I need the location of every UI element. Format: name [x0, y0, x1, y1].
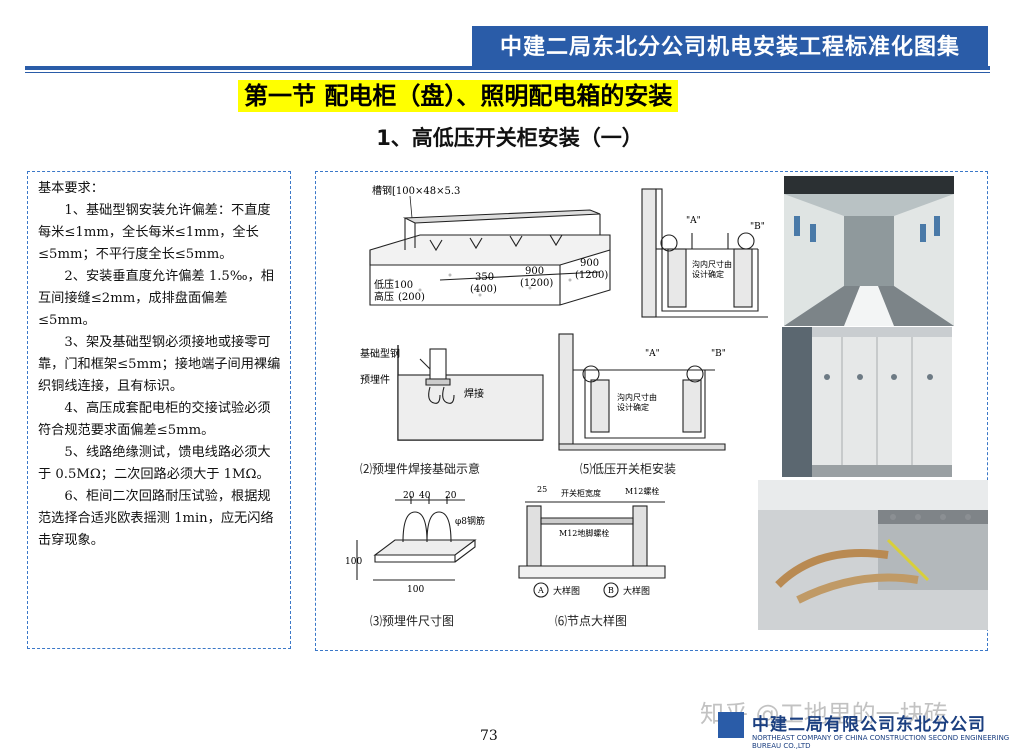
fig3-label-rebar: φ8钢筋 — [455, 515, 485, 527]
fig6-caption: ⑹节点大样图 — [555, 614, 628, 628]
figure-node-detail: 开关柜宽度 25 M12螺栓 M12地脚螺栓 A 大样图 B 大样图 — [518, 485, 666, 598]
fig3-dim-20: 20 — [403, 491, 415, 501]
fig3-dim-40: 40 — [419, 491, 431, 501]
fig3-dim-100b: 100 — [407, 585, 424, 595]
requirements-heading: 基本要求： — [38, 181, 104, 196]
photo-grounding-braid — [758, 480, 988, 630]
fig4-label-a: "A" — [686, 216, 701, 226]
header-rule — [25, 66, 990, 70]
fig6-label-a: A — [537, 586, 544, 595]
fig4-label-trench2: 设计确定 — [692, 269, 724, 279]
fig2-label-weld: 焊接 — [464, 387, 484, 400]
fig1-label-channel: 槽钢[100×48×5.3 — [372, 184, 460, 197]
header-rule-thin — [25, 72, 990, 73]
requirement-item: 1、基础型钢安装允许偏差：不直度每米≤1mm，全长每米≤1mm，全长≤5mm；不… — [38, 203, 271, 262]
fig1-label-high-val: (200) — [398, 292, 425, 303]
header-bar — [472, 26, 988, 70]
requirement-item: 4、高压成套配电柜的交接试验必须符合规范要求面偏差≤5mm。 — [38, 401, 271, 438]
figure-trench-section: "A" "B" 沟内尺寸由 设计确定 — [641, 188, 768, 318]
footer-company-name-en: NORTHEAST COMPANY OF CHINA CONSTRUCTION … — [752, 734, 1010, 750]
fig6-label-a-text: 大样图 — [553, 585, 580, 597]
requirement-item: 2、安装垂直度允许偏差 1.5‰，相互间接缝≤2mm，成排盘面偏差≤5mm。 — [38, 269, 274, 328]
company-logo-icon — [718, 712, 744, 738]
fig6-label-m12: M12螺栓 — [625, 486, 659, 496]
fig6-label-25: 25 — [537, 485, 547, 494]
fig4-label-b: "B" — [750, 222, 765, 232]
fig3-caption: ⑶预埋件尺寸图 — [370, 614, 455, 628]
fig3-dim-20b: 20 — [445, 491, 457, 501]
fig6-label-m12b: M12地脚螺栓 — [559, 528, 609, 538]
sub-title: 1、高低压开关柜安装（一） — [376, 126, 643, 150]
photo-switchgear-room — [784, 176, 954, 326]
fig1-dim-c: 900 — [580, 258, 599, 269]
section-title: 第一节 配电柜（盘）、照明配电箱的安装 — [238, 80, 679, 112]
figures-box — [315, 171, 988, 651]
fig1-dim-a: 350 — [475, 272, 494, 283]
figure-low-voltage-cabinet: "A" "B" 沟内尺寸由 设计确定 — [558, 333, 726, 451]
fig1-label-low: 低压100 — [374, 278, 413, 291]
fig1-dim-b2: (1200) — [520, 278, 553, 289]
fig3-dim-100a: 100 — [345, 557, 362, 567]
fig5-label-trench: 沟内尺寸由 — [617, 392, 657, 402]
fig2-label-base: 基础型钢 — [360, 347, 400, 360]
requirement-item: 5、线路绝缘测试，馈电线路必须大于 0.5MΩ；二次回路必须大于 1MΩ。 — [38, 445, 271, 482]
requirements-box: 基本要求： 1、基础型钢安装允许偏差：不直度每米≤1mm，全长每米≤1mm，全长… — [27, 171, 291, 649]
fig2-caption: ⑵预埋件焊接基础示意 — [360, 462, 481, 476]
figure-channel-steel: 槽钢[100×48×5.3 低压100 高压 (200) 350 (400) 9… — [369, 184, 611, 306]
fig6-label-width: 开关柜宽度 — [561, 488, 601, 498]
header-title: 中建二局东北分公司机电安装工程标准化图集 — [499, 35, 960, 60]
page-number: 73 — [480, 728, 498, 744]
figure-embed-weld: 基础型钢 预埋件 焊接 — [360, 345, 544, 441]
photo-switchgear-cabinets — [782, 327, 952, 477]
requirement-item: 3、架及基础型钢必须接地或接零可靠，门和框架≤5mm；接地端子间用裸编织铜线连接… — [38, 335, 281, 394]
fig5-label-trench2: 设计确定 — [617, 402, 649, 412]
fig5-label-b: "B" — [711, 349, 726, 359]
fig6-label-b: B — [608, 586, 614, 595]
fig1-dim-a2: (400) — [470, 284, 497, 295]
fig5-label-a: "A" — [645, 349, 660, 359]
fig1-dim-c2: (1200) — [575, 270, 608, 281]
fig5-caption: ⑸低压开关柜安装 — [580, 462, 677, 476]
fig1-label-high: 高压 — [374, 290, 394, 303]
figure-embed-dimensions: 20 40 20 φ8钢筋 100 100 — [345, 491, 485, 595]
fig1-dim-b: 900 — [525, 266, 544, 277]
footer-company-name: 中建二局有限公司东北分公司 — [752, 715, 986, 735]
requirement-item: 6、柜间二次回路耐压试验，根据规范选择合适兆欧表摇测 1min，应无闪络击穿现象… — [38, 489, 274, 548]
fig2-label-embed: 预埋件 — [360, 374, 390, 386]
fig6-label-b-text: 大样图 — [623, 585, 650, 597]
fig4-label-trench: 沟内尺寸由 — [692, 259, 732, 269]
